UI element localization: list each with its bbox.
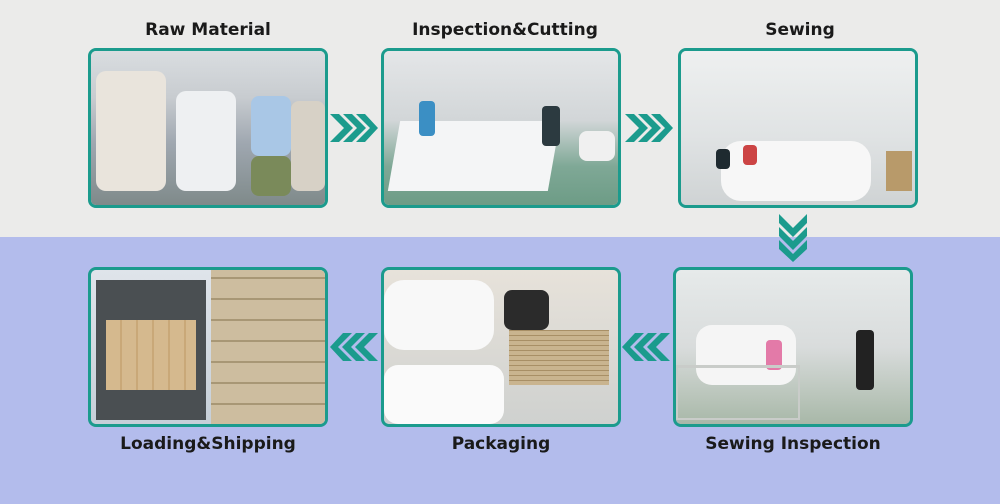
- flow-arrow-down: [779, 214, 807, 262]
- step-label-loading-shipping: Loading&Shipping: [120, 434, 296, 454]
- photo-inspection-cutting: [381, 48, 621, 208]
- photo-loading-shipping: [88, 267, 328, 427]
- flow-arrow-left-1: [622, 333, 670, 361]
- photo-sewing-inspection: [673, 267, 913, 427]
- step-label-sewing-inspection: Sewing Inspection: [705, 434, 881, 454]
- step-label-sewing: Sewing: [765, 20, 835, 40]
- flow-arrow-right-2: [625, 114, 673, 142]
- triple-chevron-right-icon: [330, 114, 378, 142]
- triple-chevron-left-icon: [330, 333, 378, 361]
- photo-sewing: [678, 48, 918, 208]
- photo-packaging: [381, 267, 621, 427]
- step-label-inspection-cutting: Inspection&Cutting: [412, 20, 598, 40]
- flow-arrow-right-1: [330, 114, 378, 142]
- step-label-packaging: Packaging: [451, 434, 551, 454]
- flow-arrow-left-2: [330, 333, 378, 361]
- triple-chevron-right-icon: [625, 114, 673, 142]
- step-label-raw-material: Raw Material: [145, 20, 271, 40]
- triple-chevron-left-icon: [622, 333, 670, 361]
- photo-raw-material: [88, 48, 328, 208]
- triple-chevron-down-icon: [779, 214, 807, 262]
